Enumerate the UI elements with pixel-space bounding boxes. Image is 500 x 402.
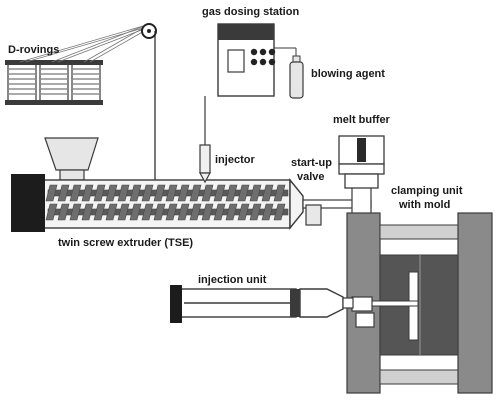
- screw-flight: [225, 203, 238, 221]
- screw-flight: [105, 203, 118, 221]
- control-knobs: [250, 48, 276, 66]
- screw-flight: [237, 203, 250, 221]
- screw-flight: [249, 203, 262, 221]
- screw-flight: [249, 184, 262, 202]
- hopper: [44, 137, 99, 171]
- screw-flight: [273, 184, 286, 202]
- screw-flight: [165, 184, 178, 202]
- label-gas-dosing-station: gas dosing station: [202, 6, 299, 18]
- screw-flight: [141, 184, 154, 202]
- roving-threads: [19, 25, 147, 63]
- label-d-rovings: D-rovings: [8, 44, 59, 56]
- screw-flight: [129, 203, 142, 221]
- screw-flight: [165, 203, 178, 221]
- injection-unit: [170, 285, 354, 323]
- screw-flight: [189, 203, 202, 221]
- screw-flight: [93, 184, 106, 202]
- screw-flight: [117, 184, 130, 202]
- screw-flight: [117, 203, 130, 221]
- screw-flight: [261, 203, 274, 221]
- label-start-up-valve-2: valve: [297, 171, 325, 183]
- screw-flight: [81, 203, 94, 221]
- roving-spool: [37, 60, 71, 105]
- screw-flight: [153, 203, 166, 221]
- screw-flight: [129, 184, 142, 202]
- screw-flight: [237, 184, 250, 202]
- extruder-drive: [11, 174, 45, 232]
- label-clamping-unit: clamping unit: [391, 185, 463, 197]
- screw-flight: [57, 184, 70, 202]
- screw-flight: [213, 184, 226, 202]
- screw-flight: [141, 203, 154, 221]
- twin-screw-extruder: [11, 137, 304, 232]
- gas-injector: [198, 96, 212, 184]
- gas-dosing-station: [217, 23, 276, 97]
- label-start-up-valve: start-up: [291, 157, 332, 169]
- label-blowing-agent: blowing agent: [311, 68, 385, 80]
- label-injector: injector: [215, 154, 255, 166]
- screw-flight: [57, 203, 70, 221]
- screw-flight: [201, 184, 214, 202]
- blowing-agent-bottle: [274, 47, 304, 99]
- screw-flight: [225, 184, 238, 202]
- label-twin-screw-extruder: twin screw extruder (TSE): [58, 237, 193, 249]
- screw-flight: [189, 184, 202, 202]
- screw-flight: [261, 184, 274, 202]
- roving-spool: [5, 60, 39, 105]
- screw-flight: [177, 203, 190, 221]
- screw-flight: [153, 184, 166, 202]
- d-rovings-spools: [5, 60, 103, 105]
- screw-flight: [213, 203, 226, 221]
- screw-flight: [45, 203, 58, 221]
- twin-screws: [45, 184, 289, 221]
- screw-flight: [81, 184, 94, 202]
- extruder-nozzle: [289, 178, 304, 230]
- screw-flight: [201, 203, 214, 221]
- label-clamping-unit-2: with mold: [398, 199, 450, 211]
- screw-flight: [69, 184, 82, 202]
- screw-flight: [45, 184, 58, 202]
- melt-buffer: [338, 135, 385, 189]
- pulley-icon: [141, 23, 157, 39]
- label-melt-buffer: melt buffer: [333, 114, 391, 126]
- screw-flight: [105, 184, 118, 202]
- screw-flight: [177, 184, 190, 202]
- label-injection-unit: injection unit: [198, 274, 267, 286]
- screw-flight: [93, 203, 106, 221]
- roving-spool: [69, 60, 103, 105]
- screw-flight: [273, 203, 286, 221]
- screw-flight: [69, 203, 82, 221]
